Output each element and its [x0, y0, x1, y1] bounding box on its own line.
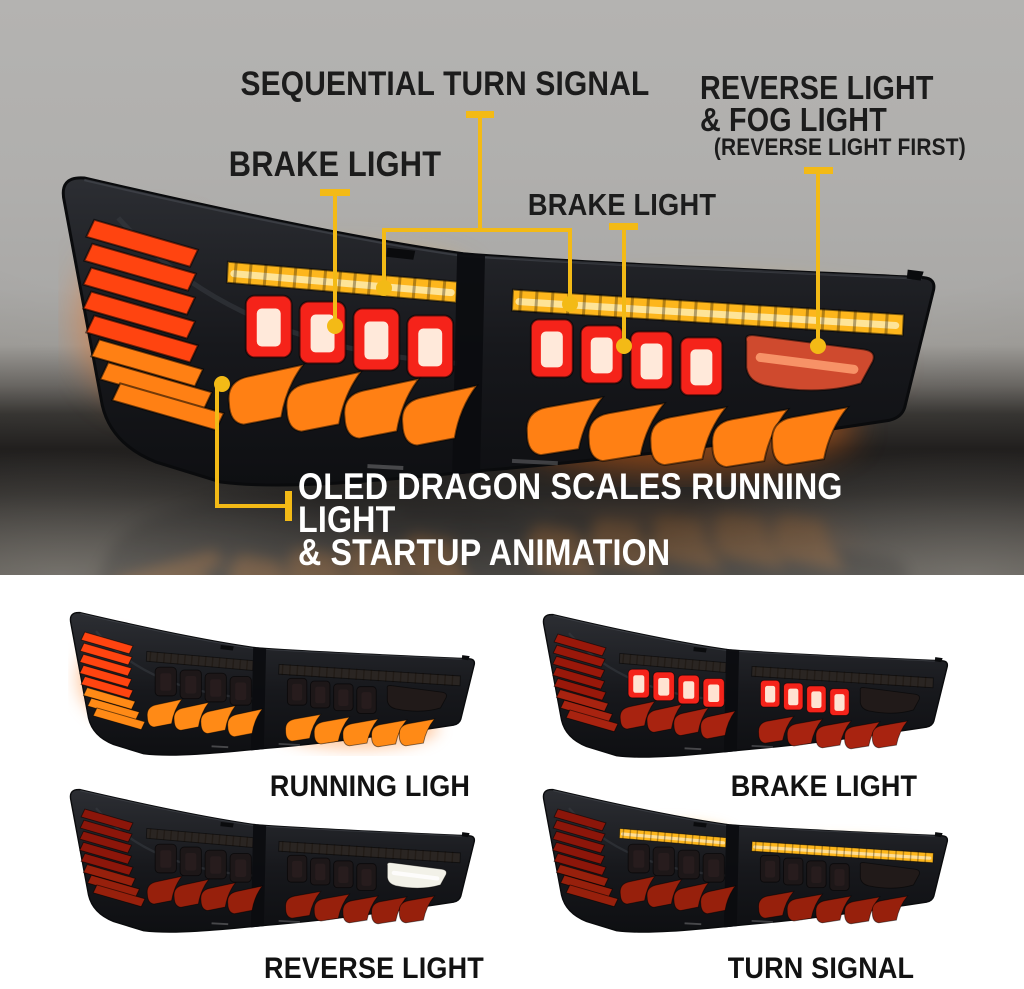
caption-brake-light: BRAKE LIGHT [730, 770, 918, 803]
callout-dot-brake-left [327, 318, 343, 334]
label-oled-line2: & STARTUP ANIMATION [298, 532, 671, 573]
callout-tick-oled [285, 491, 292, 521]
mode-photo-turn-signal [541, 785, 953, 933]
callout-drop-sequential-right [568, 230, 572, 300]
callout-head-brake-center [609, 223, 638, 230]
callout-stem-brake-center [622, 230, 626, 340]
label-reverse-light-first: (REVERSE LIGHT FIRST) [713, 134, 966, 161]
callout-hline-oled [215, 504, 289, 508]
label-brake-light-left: BRAKE LIGHT [228, 145, 442, 184]
caption-turn-signal: TURN SIGNAL [727, 952, 915, 985]
callout-drop-sequential-left [382, 230, 386, 282]
callout-head-brake-left [320, 189, 350, 196]
label-sequential-turn-signal: SEQUENTIAL TURN SIGNAL [240, 65, 650, 103]
mode-photo-brake-light [541, 610, 953, 758]
callout-dot-sequential-right [562, 296, 578, 312]
mode-photo-running-light [68, 608, 480, 756]
caption-running-light: RUNNING LIGH [269, 770, 471, 803]
callout-head-reverse [804, 167, 833, 174]
callout-branch-sequential [382, 228, 572, 232]
label-oled-block: OLED DRAGON SCALES RUNNING LIGHT & START… [298, 466, 930, 573]
hero-section: SEQUENTIAL TURN SIGNAL BRAKE LIGHT BRAKE… [0, 0, 1024, 575]
lighting-modes-gallery: RUNNING LIGH BRAKE LIGHT REVERSE LIGHT T… [0, 575, 1024, 989]
callout-dot-brake-center [616, 338, 632, 354]
callout-dot-sequential-left [376, 280, 392, 296]
label-reverse-light: REVERSE LIGHT [700, 69, 934, 106]
label-reverse-fog-block: REVERSE LIGHT & FOG LIGHT (REVERSE LIGHT… [700, 69, 966, 161]
callout-stem-brake-left [333, 196, 337, 320]
callout-stem-sequential [478, 118, 482, 230]
callout-stem-reverse [816, 174, 820, 340]
caption-reverse-light: REVERSE LIGHT [264, 952, 484, 985]
callout-head-sequential [466, 111, 494, 118]
callout-stem-oled [215, 384, 219, 508]
label-fog-light: & FOG LIGHT [700, 101, 887, 138]
mode-photo-reverse-light [68, 785, 480, 933]
callout-dot-reverse [810, 338, 826, 354]
label-brake-light-center: BRAKE LIGHT [527, 187, 717, 222]
label-oled-line1: OLED DRAGON SCALES RUNNING LIGHT [298, 466, 843, 540]
